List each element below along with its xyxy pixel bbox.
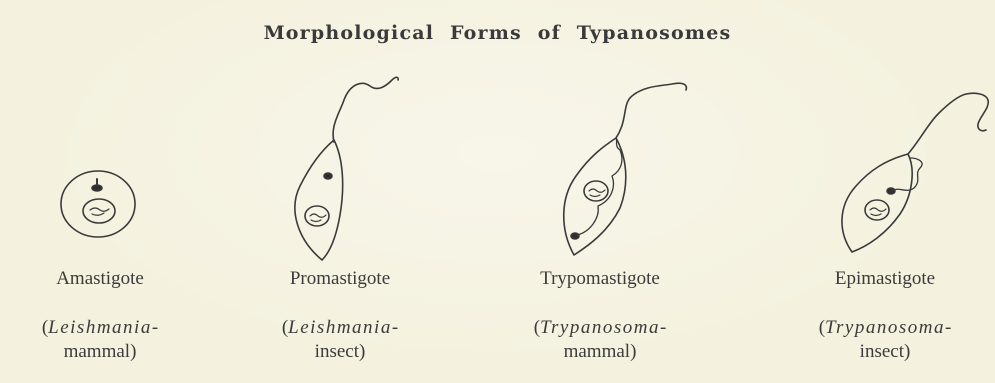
amastigote-drawing bbox=[61, 171, 135, 237]
epimastigote-flagellum bbox=[908, 93, 988, 154]
host-name: insect) bbox=[860, 341, 911, 362]
trypomastigote-nucleus-detail bbox=[589, 189, 605, 197]
form-host: (Leishmania- mammal) bbox=[20, 316, 180, 364]
host-name: insect) bbox=[315, 341, 366, 362]
hyphen: - bbox=[945, 317, 951, 338]
form-name: Trypomastigote bbox=[505, 268, 695, 290]
form-name: Epimastigote bbox=[785, 268, 985, 290]
promastigote-cell-body bbox=[295, 140, 343, 260]
promastigote-drawing bbox=[295, 77, 398, 260]
epimastigote-undulating-membrane bbox=[891, 158, 922, 191]
hyphen: - bbox=[152, 317, 158, 338]
amastigote-kinetoplast bbox=[92, 185, 102, 191]
genus-name: Trypanosoma bbox=[540, 317, 660, 338]
amastigote-nucleus-detail bbox=[90, 208, 109, 215]
genus-name: Leishmania bbox=[288, 317, 392, 338]
genus-name: Trypanosoma bbox=[825, 317, 945, 338]
form-host: (Leishmania- insect) bbox=[255, 316, 425, 364]
form-host: (Trypanosoma- mammal) bbox=[505, 316, 695, 364]
amastigote-nucleus bbox=[83, 199, 115, 223]
form-host: (Trypanosoma- insect) bbox=[785, 316, 985, 364]
form-name: Promastigote bbox=[255, 268, 425, 290]
genus-name: Leishmania bbox=[48, 317, 152, 338]
epimastigote-drawing bbox=[842, 93, 988, 252]
promastigote-flagellum bbox=[333, 77, 398, 142]
hyphen: - bbox=[392, 317, 398, 338]
host-name: mammal) bbox=[64, 341, 137, 362]
form-name: Amastigote bbox=[20, 268, 180, 290]
trypomastigote-undulating-membrane bbox=[577, 138, 622, 235]
promastigote-nucleus-detail bbox=[310, 214, 326, 222]
promastigote-kinetoplast bbox=[324, 173, 332, 179]
trypomastigote-kinetoplast bbox=[571, 233, 579, 239]
epimastigote-cell-body bbox=[842, 154, 912, 252]
host-name: mammal) bbox=[564, 341, 637, 362]
epimastigote-nucleus-detail bbox=[870, 208, 886, 216]
hyphen: - bbox=[660, 317, 666, 338]
trypomastigote-flagellum bbox=[616, 83, 686, 138]
trypomastigote-drawing bbox=[564, 83, 687, 255]
